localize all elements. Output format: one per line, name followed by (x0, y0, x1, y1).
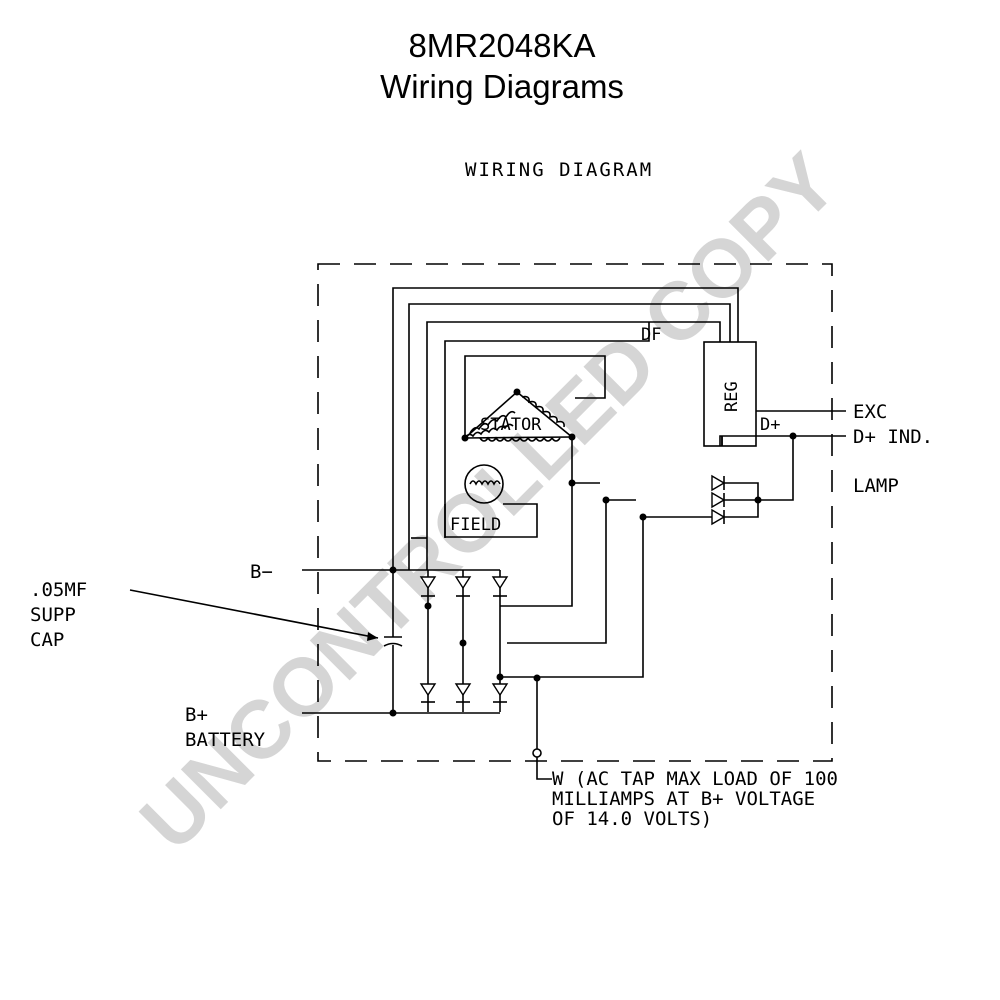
exc-label: EXC (853, 401, 887, 423)
cap-label-2: SUPP (30, 604, 76, 626)
w-tap-label-3: OF 14.0 VOLTS) (552, 808, 712, 830)
cap-label-1: .05MF (30, 579, 87, 601)
field-label: FIELD (450, 515, 501, 535)
regulator-label: REG (722, 381, 742, 412)
b-plus-label-1: B+ (185, 704, 208, 726)
w-tap-label-1: W (AC TAP MAX LOAD OF 100 (552, 768, 838, 790)
suppression-capacitor (129, 570, 403, 713)
b-plus-label-2: BATTERY (185, 729, 266, 751)
diagram-heading: WIRING DIAGRAM (465, 159, 653, 181)
df-label: DF (641, 325, 661, 345)
exciter-diodes (711, 474, 762, 526)
field-coil (444, 464, 538, 538)
w-terminal (532, 674, 552, 780)
rectifier-bridge (419, 570, 509, 712)
d-plus-label: D+ (760, 415, 780, 435)
regulator-loops (392, 287, 739, 570)
w-tap-label-2: MILLIAMPS AT B+ VOLTAGE (552, 788, 815, 810)
regulator-box (703, 341, 757, 447)
stator-label: STATOR (480, 415, 542, 435)
cap-label-3: CAP (30, 629, 64, 651)
d-plus-ind-label-1: D+ IND. (853, 426, 933, 448)
alternator-boundary (317, 263, 833, 762)
b-minus-label: B− (250, 561, 273, 583)
page-title-wiring-diagrams: Wiring Diagrams (380, 68, 624, 105)
d-plus-ind-label-2: LAMP (853, 475, 899, 497)
page-title-part-number: 8MR2048KA (408, 27, 595, 64)
